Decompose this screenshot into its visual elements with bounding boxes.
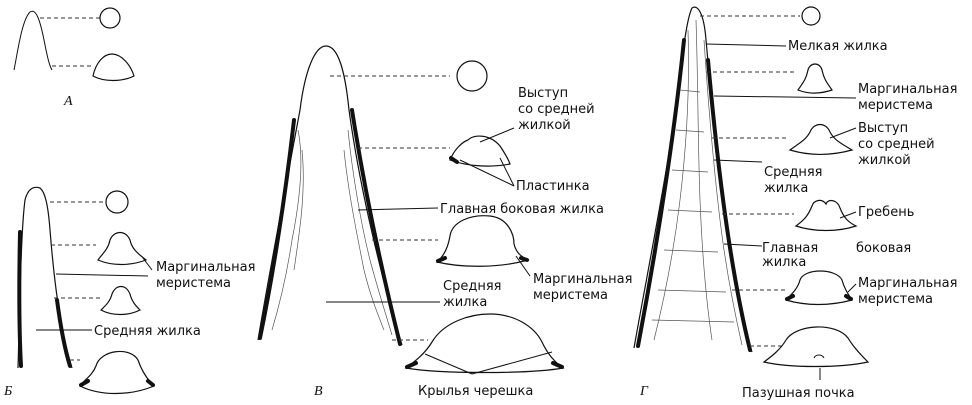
panel-a: А — [13, 7, 135, 109]
label-v-midrib-1: Средняя — [443, 279, 501, 294]
panel-b-section-3 — [100, 285, 142, 316]
label-g-marginal-1: Маргинальная — [858, 82, 957, 97]
panel-v-section-2 — [449, 135, 511, 167]
label-g-marginal-2: меристема — [858, 98, 933, 113]
panel-g-left-margin — [636, 38, 686, 348]
label-v-blade: Пластинка — [516, 179, 590, 194]
panel-g-letter: Г — [639, 384, 649, 399]
label-b-marginal-2: меристема — [156, 276, 231, 291]
panel-v-right-margin — [350, 108, 402, 346]
label-g-midrib-2: жилка — [764, 181, 808, 196]
label-g-crest: Гребень — [858, 205, 914, 220]
label-g-main-lateral-3: жилка — [762, 255, 806, 270]
label-v-wings: Крылья черешка — [418, 384, 533, 399]
panel-g-section-4 — [794, 199, 858, 232]
label-v-ledge-1: Выступ — [518, 86, 568, 101]
panel-g-cell-pattern — [651, 19, 743, 346]
label-g-midrib-1: Средняя — [764, 165, 822, 180]
panel-v-section-4 — [404, 313, 565, 374]
panel-b-right-margin — [55, 298, 72, 368]
panel-b-section-1 — [105, 190, 129, 214]
panel-a-primordium — [13, 10, 53, 71]
label-g-marginal2-2: меристема — [858, 292, 933, 307]
panel-v-section-3 — [435, 215, 530, 267]
panel-g-section-3 — [788, 123, 854, 156]
panel-v-cell-pattern — [271, 129, 393, 336]
panel-v-leaf — [257, 45, 403, 346]
panel-g-right-margin — [706, 58, 752, 352]
panel-b-section-2 — [97, 231, 148, 266]
panel-v-left-margin — [258, 118, 296, 340]
panel-a-section-1 — [99, 7, 121, 29]
label-b-marginal: Маргинальная — [156, 260, 255, 275]
label-v-midrib-2: жилка — [443, 295, 487, 310]
panel-b: Маргинальная меристема Средняя жилка Б — [3, 186, 255, 399]
panel-v-letter: В — [314, 384, 323, 399]
label-b-midrib: Средняя жилка — [94, 324, 201, 339]
label-g-small-vein: Мелкая жилка — [788, 39, 888, 54]
label-g-main-lateral-1: Главная — [762, 241, 818, 256]
panel-a-section-2 — [92, 53, 135, 82]
label-v-marginal-1: Маргинальная — [533, 272, 632, 287]
panel-g-section-2 — [797, 63, 833, 94]
panel-a-letter: А — [63, 94, 73, 109]
label-g-bud: Пазушная почка — [742, 386, 855, 401]
label-v-main-lateral: Главная боковая жилка — [440, 202, 604, 217]
label-g-ledge-2: со средней — [858, 137, 935, 152]
label-v-ledge-2: со средней — [518, 102, 595, 117]
panel-b-letter: Б — [3, 384, 12, 399]
label-g-main-lateral-2: боковая — [856, 241, 911, 256]
panel-v: Выступ со средней жилкой Пластинка Главн… — [257, 45, 632, 399]
label-v-ledge-3: жилкой — [518, 118, 571, 133]
label-g-ledge-3: жилкой — [858, 153, 911, 168]
label-v-marginal-2: меристема — [533, 288, 608, 303]
label-g-ledge-1: Выступ — [858, 121, 908, 136]
panel-b-left-margin — [17, 230, 23, 368]
panel-g-section-5 — [784, 270, 853, 306]
panel-v-section-1 — [456, 60, 488, 92]
panel-g-leaf — [633, 6, 753, 353]
panel-g-section-1 — [801, 6, 821, 26]
panel-g-section-6 — [762, 326, 870, 368]
panel-g: Мелкая жилка Маргинальная меристема Выст… — [633, 6, 957, 401]
label-g-marginal2-1: Маргинальная — [858, 276, 957, 291]
panel-b-section-4 — [79, 350, 156, 395]
